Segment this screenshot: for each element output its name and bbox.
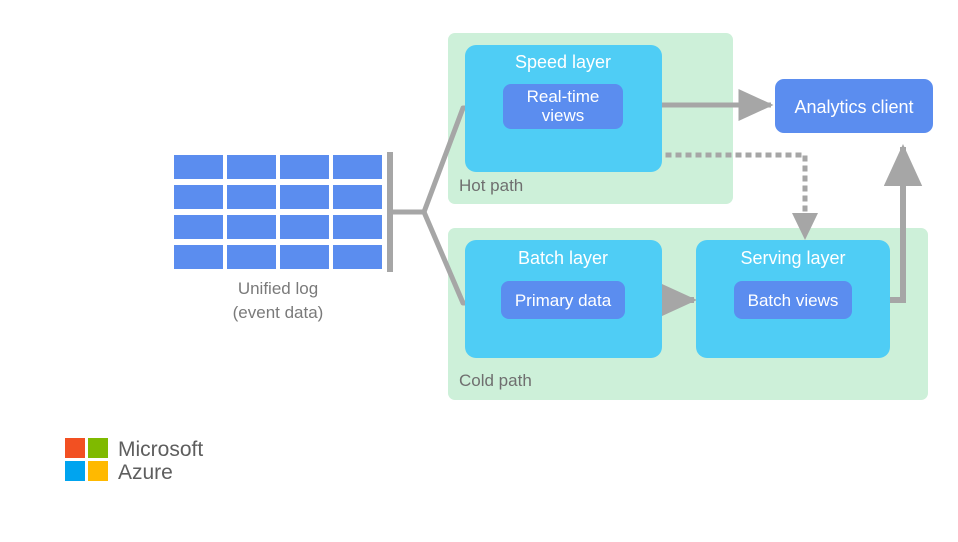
log-tile [333,245,382,269]
node-speed-layer[interactable]: Speed layer Real-time views [465,45,662,172]
log-tile [227,155,276,179]
log-tile [174,215,223,239]
brand-name-microsoft: Microsoft [118,438,203,461]
logo-square-green [88,438,108,458]
logo-square-red [65,438,85,458]
batch-layer-title: Batch layer [518,248,608,268]
log-tile [333,185,382,209]
unified-log-sublabel: (event data) [233,303,324,322]
connector-log-bus [387,152,424,272]
unified-log-grid [174,155,382,269]
log-tile [227,215,276,239]
unified-log[interactable]: Unified log (event data) [174,155,382,322]
real-time-views-label-line1: Real-time [527,87,600,106]
speed-layer-title: Speed layer [515,52,611,72]
log-tile [174,245,223,269]
unified-log-label: Unified log [238,279,318,298]
serving-layer-title: Serving layer [740,248,845,268]
log-tile [227,185,276,209]
brand-logo: Microsoft Azure [65,438,203,484]
node-batch-layer[interactable]: Batch layer Primary data [465,240,662,358]
node-analytics-client[interactable]: Analytics client [775,79,933,133]
log-tile [280,185,329,209]
node-primary-data[interactable]: Primary data [501,281,625,319]
log-tile [333,155,382,179]
log-tile [280,245,329,269]
log-tile [333,215,382,239]
log-tile [227,245,276,269]
brand-name-azure: Azure [118,461,173,484]
log-tile [280,155,329,179]
primary-data-label: Primary data [515,291,612,310]
logo-square-yellow [88,461,108,481]
real-time-views-label-line2: views [542,106,585,125]
log-tile [174,155,223,179]
node-batch-views[interactable]: Batch views [734,281,852,319]
group-label-cold-path: Cold path [459,371,532,390]
log-tile [280,215,329,239]
analytics-client-label: Analytics client [794,97,913,117]
batch-views-label: Batch views [748,291,839,310]
log-tile [174,185,223,209]
node-serving-layer[interactable]: Serving layer Batch views [696,240,890,358]
node-real-time-views[interactable]: Real-time views [503,84,623,129]
group-label-hot-path: Hot path [459,176,523,195]
logo-square-blue [65,461,85,481]
